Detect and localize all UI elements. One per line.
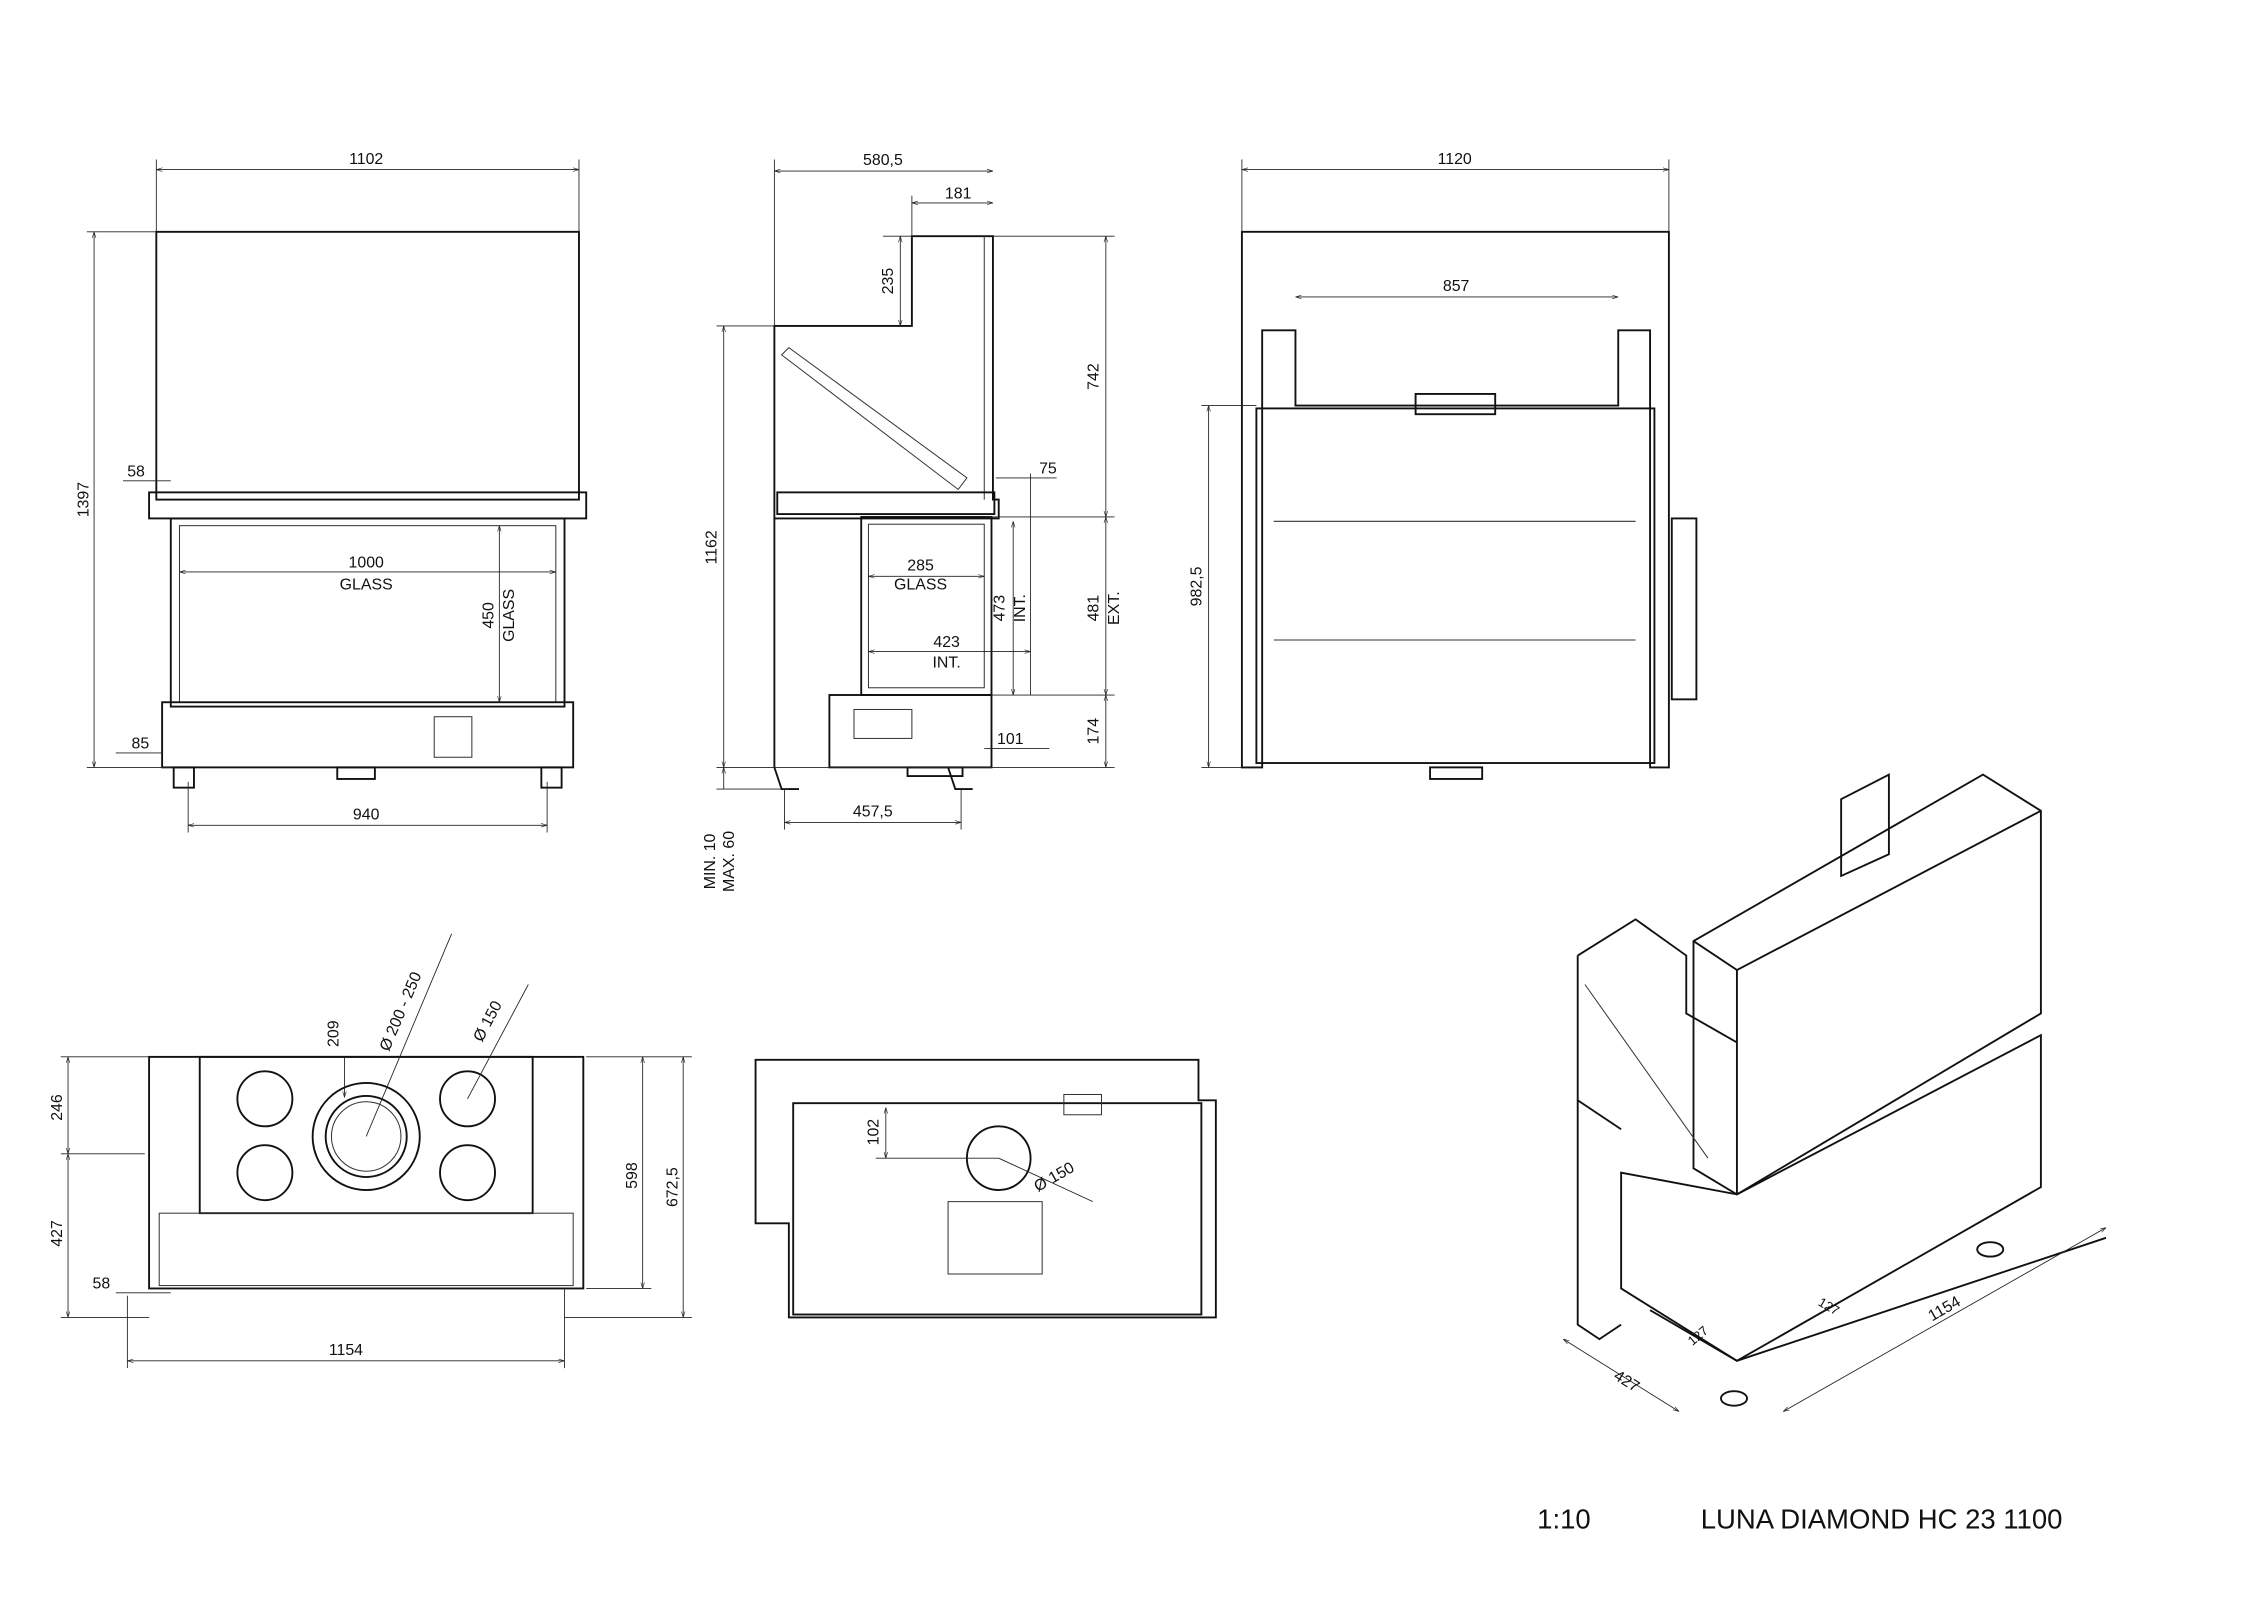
dim-top-width: 1154	[329, 1342, 363, 1359]
dim-side-depth: 580,5	[863, 152, 903, 169]
dim-side-int-depth: 423	[933, 634, 960, 651]
dim-side-base-offset: 101	[997, 731, 1024, 748]
top-view: Ø 200 - 250 Ø 150 209 246 427 58 598 672…	[49, 933, 692, 1369]
isometric-view: 427 127 127 1154	[1563, 773, 2106, 1412]
drawing-title: LUNA DIAMOND HC 23 1100	[1701, 1504, 2063, 1535]
dim-top-depth-total: 672,5	[664, 1167, 681, 1207]
side-ext-label: EXT.	[1106, 591, 1123, 625]
dim-top-depth-inner: 598	[624, 1162, 641, 1189]
dim-front-height: 1397	[75, 482, 92, 518]
dim-vent-diameter: Ø 150	[470, 998, 505, 1044]
dim-glass-width: 1000	[349, 555, 385, 572]
dim-iso-frame-right: 127	[1816, 1294, 1842, 1318]
dim-side-feet: 457,5	[853, 804, 893, 821]
dim-side-glass: 285	[907, 558, 934, 575]
dim-front-base: 85	[132, 736, 150, 753]
dim-side-base: 174	[1086, 718, 1103, 745]
dim-rear-width: 1120	[1438, 151, 1472, 168]
dim-inlet-diameter: Ø 150	[1031, 1159, 1077, 1195]
leg-max-label: MAX. 60	[721, 831, 738, 892]
side-glass-label: GLASS	[894, 576, 947, 593]
dim-top-rear-depth: 427	[49, 1220, 66, 1247]
dim-rear-height: 982,5	[1188, 566, 1205, 606]
dim-glass-height: 450	[481, 602, 498, 629]
dim-top-side-offset: 58	[92, 1275, 110, 1292]
dim-side-body: 1162	[703, 530, 720, 564]
rear-view: 1120 857 982,5	[1188, 151, 1698, 780]
dim-side-upper: 742	[1086, 363, 1103, 390]
side-view: 580,5 181 235 742 1162 75 285 GLASS 423 …	[702, 152, 1123, 892]
dim-side-int-height: 473	[992, 595, 1009, 622]
dim-iso-depth: 427	[1611, 1367, 1643, 1396]
dim-front-offset-top: 58	[127, 463, 145, 480]
dim-iso-width: 1154	[1925, 1293, 1963, 1325]
dim-iso-frame-left: 127	[1685, 1323, 1711, 1348]
dim-flue-diameter: Ø 200 - 250	[377, 970, 426, 1054]
bottom-view: Ø 150 102	[754, 1058, 1217, 1319]
dim-side-step: 235	[880, 268, 897, 295]
dim-front-width: 1102	[349, 151, 383, 168]
drawing-scale: 1:10	[1537, 1504, 1591, 1535]
leg-min-label: MIN. 10	[702, 833, 719, 889]
dim-front-feet: 940	[353, 806, 380, 823]
dim-top-front-depth: 246	[49, 1094, 66, 1121]
side-int-height-label: INT.	[1012, 594, 1029, 622]
front-view: 1102 1397 58 1000 GLASS 450 GLASS 85 940	[75, 151, 588, 833]
glass-label: GLASS	[340, 576, 393, 593]
dim-top-flue-offset: 209	[326, 1020, 343, 1047]
glass-label-vertical: GLASS	[501, 589, 518, 642]
dim-side-flue-offset: 181	[945, 186, 972, 203]
side-int-depth-label: INT.	[932, 655, 960, 672]
dim-rear-inner: 857	[1443, 278, 1470, 295]
dim-inlet-offset: 102	[866, 1119, 883, 1146]
dim-side-ext-height: 481	[1086, 595, 1103, 622]
dim-side-flange: 75	[1039, 461, 1057, 478]
